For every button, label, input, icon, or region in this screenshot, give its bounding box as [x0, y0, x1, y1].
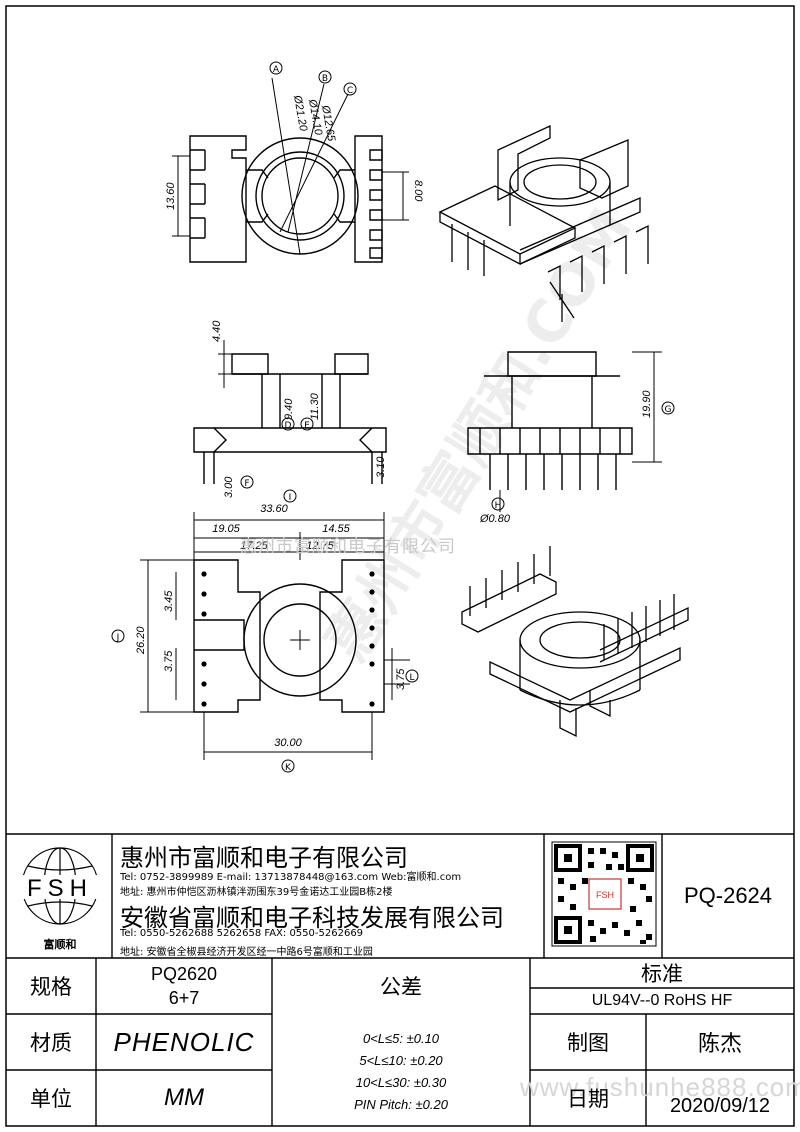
unit-value: MM — [164, 1084, 204, 1111]
bottom-view — [140, 512, 410, 760]
company-name-huizhou: 惠州市富顺和电子有限公司 — [120, 844, 408, 872]
logo-text-bg — [14, 875, 106, 899]
logo-caption: 富顺和 — [43, 938, 77, 951]
dim-d-a: Ø21.20 — [291, 93, 309, 132]
material-value: PHENOLIC — [113, 1026, 255, 1057]
dim-3-75-left: 3.75 — [163, 650, 175, 672]
dim-17-25: 17.25 — [240, 540, 268, 552]
title-block-grid — [6, 833, 794, 1126]
dim-4-40: 4.40 — [211, 320, 223, 342]
side-view-markers — [491, 401, 675, 511]
marker-d: D — [285, 421, 292, 431]
drawn-by-label: 制图 — [567, 1031, 609, 1055]
company-contact-huizhou: Tel: 0752-3899989 E-mail: 13713878448@16… — [120, 872, 462, 883]
company-contact-anhui: Tel: 0550-5262688 5262658 FAX: 0550-5262… — [120, 928, 364, 939]
marker-g: G — [665, 405, 672, 415]
dim-19-05: 19.05 — [212, 523, 240, 535]
marker-j: J — [116, 633, 120, 643]
sheet-border — [5, 5, 795, 1127]
dim-26-20: 26.20 — [135, 626, 147, 655]
tolerance-range-1: 0<L≤5: ±0.10 — [362, 1030, 440, 1046]
dim-33-60: 33.60 — [260, 503, 288, 515]
tolerance-pin-pitch: PIN Pitch: ±0.20 — [354, 1096, 448, 1112]
spec-value-model: PQ2620 — [150, 963, 218, 984]
dim-13-60: 13.60 — [165, 182, 177, 210]
marker-h: H — [495, 501, 502, 511]
spec-value-pins: 6+7 — [168, 987, 200, 1008]
dim-9-40: 9.40 — [283, 398, 295, 420]
iso-view-bottom — [461, 546, 689, 738]
marker-l: L — [409, 673, 414, 683]
url-watermark: www.fushunhe888.com — [520, 1072, 800, 1102]
top-view — [172, 77, 409, 263]
dim-12-75: 12.75 — [306, 540, 334, 552]
marker-k: K — [285, 763, 292, 773]
logo-text: FSH — [27, 875, 93, 902]
marker-b: B — [322, 74, 328, 84]
dim-3-00: 3.00 — [223, 476, 235, 498]
front-view — [193, 340, 387, 484]
dim-30-00: 30.00 — [274, 737, 302, 749]
dim-11-30: 11.30 — [309, 392, 321, 420]
drawn-by-value: 陈杰 — [697, 1032, 742, 1057]
date-label: 日期 — [567, 1087, 609, 1111]
tolerance-range-3: 10<L≤30: ±0.30 — [355, 1074, 447, 1090]
part-number: PQ-2624 — [683, 883, 773, 908]
dim-8-00: 8.00 — [412, 180, 424, 202]
standard-value: UL94V--0 RoHS HF — [591, 992, 733, 1009]
bottom-view-pins — [201, 571, 375, 707]
company-watermark: 惠州市富顺和电子有限公司 — [240, 537, 456, 557]
spec-label: 规格 — [30, 975, 72, 999]
dim-pin-dia: Ø0.80 — [479, 513, 511, 525]
marker-f: F — [244, 479, 249, 489]
company-name-anhui: 安徽省富顺和电子科技发展有限公司 — [120, 904, 504, 932]
dim-3-10: 3.10 — [375, 456, 387, 478]
marker-e: E — [304, 421, 310, 431]
company-address-anhui: 地址: 安徽省全椒县经济开发区经一中路6号富顺和工业园 — [120, 947, 373, 958]
material-label: 材质 — [30, 1031, 72, 1055]
iso-view-top — [438, 124, 649, 322]
side-view — [467, 351, 662, 512]
unit-label: 单位 — [30, 1087, 72, 1111]
date-value: 2020/09/12 — [669, 1094, 771, 1117]
marker-c: C — [347, 86, 353, 96]
qr-caption: FSH — [596, 890, 614, 900]
tolerance-label: 公差 — [380, 975, 422, 999]
tolerance-range-2: 5<L≤10: ±0.20 — [359, 1052, 443, 1068]
top-view-markers — [269, 61, 357, 96]
front-view-markers — [240, 417, 314, 503]
qr-code — [551, 841, 657, 947]
dim-14-55: 14.55 — [322, 523, 350, 535]
dim-3-75-right: 3.75 — [395, 668, 407, 690]
marker-a: A — [273, 65, 280, 75]
marker-i: I — [289, 493, 292, 503]
standard-label: 标准 — [641, 962, 683, 986]
dim-19-90: 19.90 — [641, 390, 653, 418]
company-address-huizhou: 地址: 惠州市仲恺区沥林镇泮沥围东39号金诺达工业园B栋2楼 — [120, 887, 393, 898]
dim-3-45: 3.45 — [163, 590, 175, 612]
bottom-view-markers — [111, 629, 419, 773]
